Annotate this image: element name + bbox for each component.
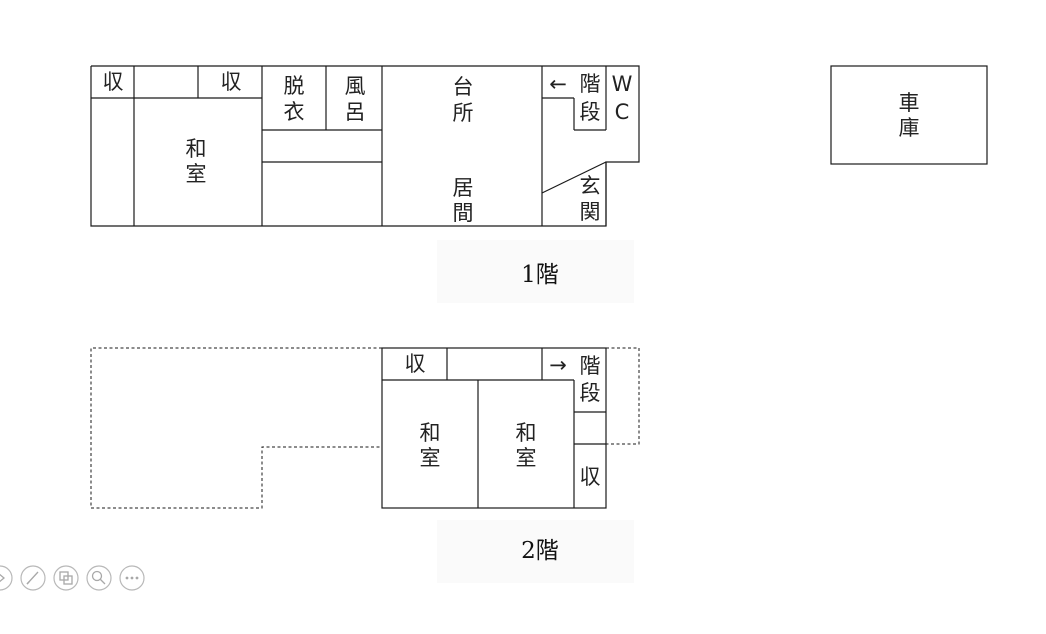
stairs-arrow: → xyxy=(549,353,567,377)
entrance-label: 玄 xyxy=(580,174,601,198)
storage-label: 収 xyxy=(580,465,601,489)
stairs-label: 階 xyxy=(580,354,601,378)
stairs-label: 階 xyxy=(580,72,601,96)
floor-1-footprint-outline xyxy=(90,347,382,509)
floor-2-title: 2階 xyxy=(521,538,559,564)
japanese-room-label: 和 xyxy=(516,421,537,445)
stairs-arrow: ← xyxy=(549,72,567,96)
bath-label: 風 xyxy=(345,74,366,98)
stairs-label: 段 xyxy=(580,381,601,405)
bath-label: 呂 xyxy=(345,100,366,124)
living-room-label: 間 xyxy=(453,201,474,225)
zoom-icon[interactable] xyxy=(86,565,112,591)
japanese-room-label: 和 xyxy=(186,137,207,161)
garage-label: 庫 xyxy=(899,116,920,140)
kitchen-label: 台 xyxy=(453,75,474,99)
wc-label: W xyxy=(612,72,633,96)
washroom-label: 脱 xyxy=(284,74,305,98)
balcony-outline xyxy=(606,347,640,445)
floor-1-title: 1階 xyxy=(521,262,559,288)
washroom-label: 衣 xyxy=(284,100,305,124)
garage-label: 車 xyxy=(899,91,920,115)
floor-1-title-background xyxy=(437,240,634,303)
floor-1-plan: 収 収 脱 衣 風 呂 和 室 台 所 居 間 ← 階 段 W C 玄 関 車 … xyxy=(90,65,988,303)
previous-icon[interactable] xyxy=(0,565,13,591)
japanese-room-label: 和 xyxy=(420,421,441,445)
more-icon[interactable] xyxy=(119,565,145,591)
storage-label: 収 xyxy=(405,352,426,376)
kitchen-label: 所 xyxy=(453,101,474,125)
japanese-room-label: 室 xyxy=(516,446,537,470)
floor-2-plan: 収 和 室 和 室 → 階 段 収 2階 xyxy=(90,347,640,583)
slideshow-toolbar xyxy=(0,565,145,591)
entrance-label: 関 xyxy=(580,200,601,224)
garage-outline xyxy=(830,65,988,165)
wc-label: C xyxy=(615,100,630,124)
floor-2-title-background xyxy=(437,520,634,583)
stairs-label: 段 xyxy=(580,100,601,124)
floor-2-outline xyxy=(381,347,607,509)
living-room-label: 居 xyxy=(453,176,474,200)
storage-label: 収 xyxy=(221,70,242,94)
japanese-room-label: 室 xyxy=(186,162,207,186)
slides-icon[interactable] xyxy=(53,565,79,591)
japanese-room-label: 室 xyxy=(420,446,441,470)
pen-icon[interactable] xyxy=(20,565,46,591)
storage-label: 収 xyxy=(103,70,124,94)
